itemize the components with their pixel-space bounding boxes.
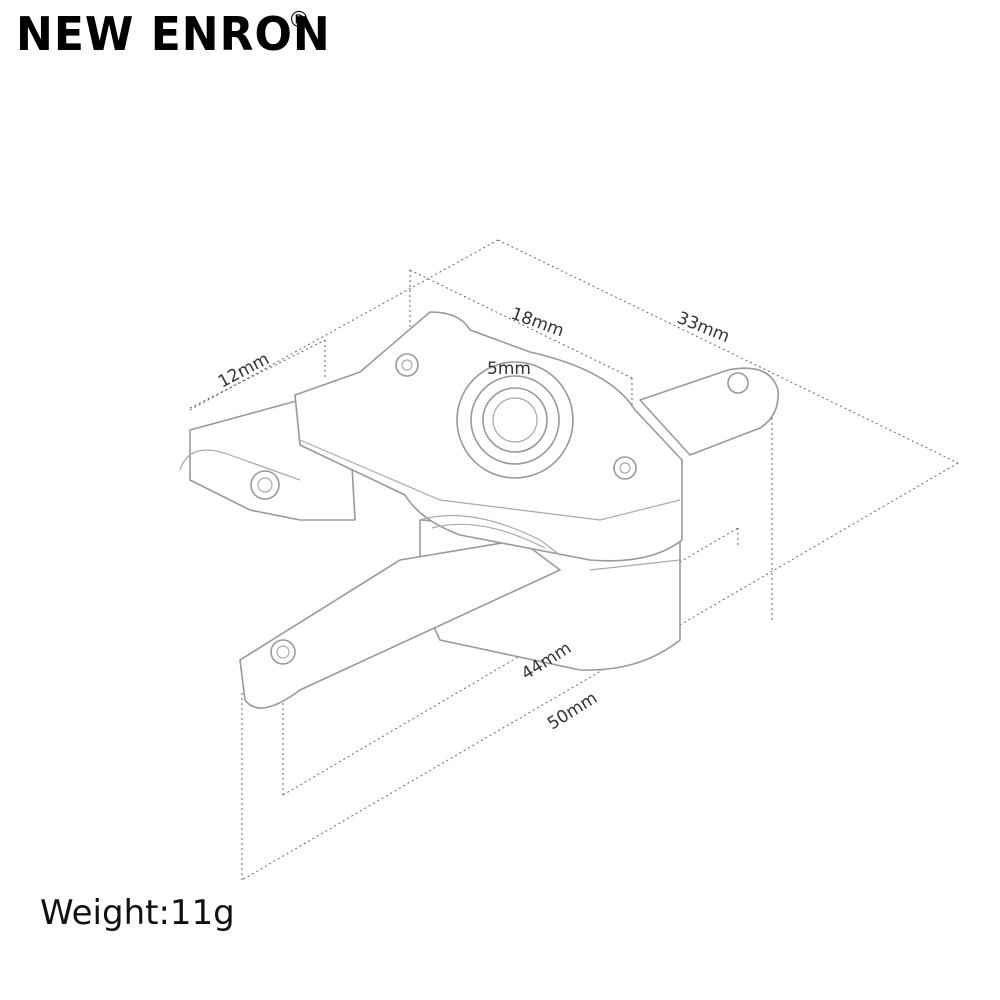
dim-label-5mm: 5mm [487, 359, 531, 379]
registered-mark: ® [288, 8, 310, 33]
weight-label: Weight:11g [40, 893, 235, 933]
dim-label-50mm: 50mm [544, 688, 601, 734]
dim-label-33mm: 33mm [674, 308, 732, 347]
servo-saver-part [179, 311, 779, 709]
dim-label-18mm: 18mm [508, 304, 566, 342]
dim-label-12mm: 12mm [215, 349, 273, 392]
brand-logo: NEW ENRON [16, 8, 331, 62]
